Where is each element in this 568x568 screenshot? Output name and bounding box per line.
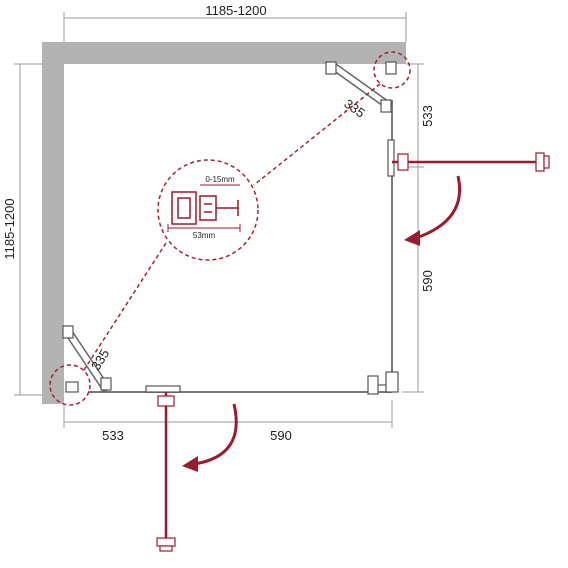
wall-fitting-top [385,61,397,75]
right-door [387,139,550,177]
detail-adjust-label: 0-15mm [205,175,235,184]
bottom-right-label: 590 [270,428,292,443]
top-dimension [63,12,407,42]
right-door-swing-arrow [404,175,462,246]
bottom-door [145,385,181,552]
side-wall [42,42,64,404]
bracket-bottom-left [62,325,112,394]
detail-profile [167,184,241,232]
left-height-label: 1185-1200 [2,198,17,259]
bottom-door-swing-arrow [182,403,238,472]
detail-width-label: 53mm [193,231,216,240]
bracket-top-label: 335 [341,96,367,121]
right-dimension [402,63,424,393]
wall-fitting-bottom [65,381,79,393]
right-upper-label: 533 [420,105,435,127]
bottom-dimension [63,400,393,428]
glass-panels [88,100,393,393]
right-lower-label: 590 [420,270,435,292]
dashed-leaders [49,51,411,406]
left-dimension [14,63,42,396]
top-width-label: 1185-1200 [205,3,266,18]
bottom-left-label: 533 [102,428,124,443]
back-wall [42,42,406,64]
corner-hinge [367,371,399,395]
